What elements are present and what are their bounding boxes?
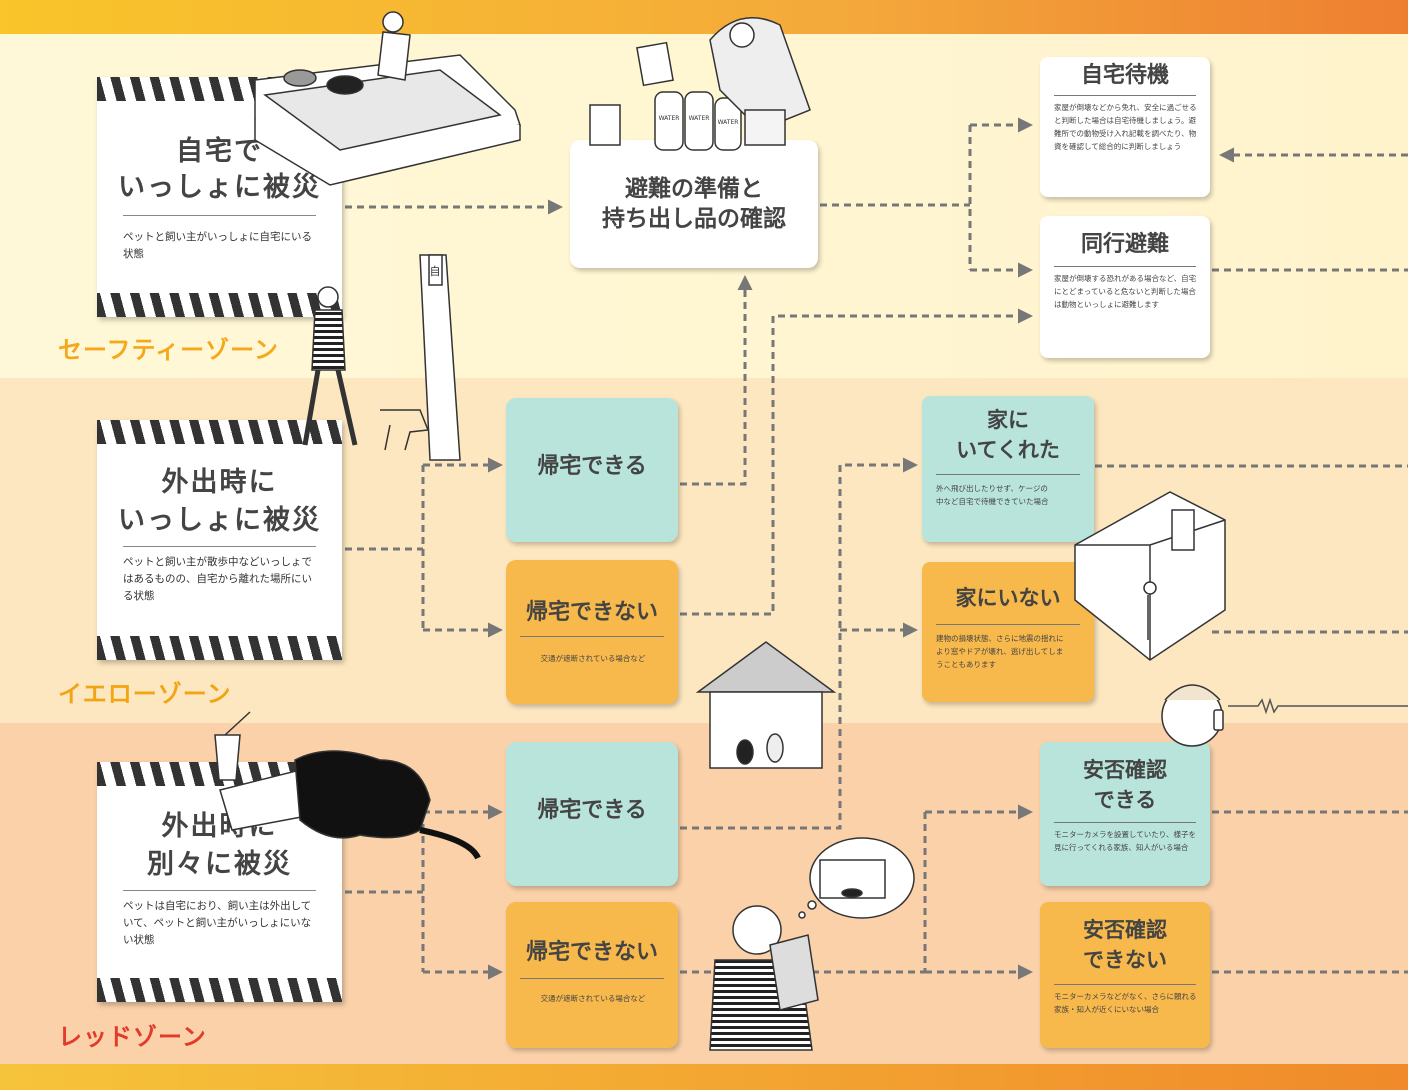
cannot-return-label: 帰宅できない [525, 940, 658, 965]
arrow-to-pet-home [680, 457, 918, 830]
evacuate-title: 同行避難 [1080, 232, 1169, 257]
hazard-stripe [97, 762, 342, 786]
arrow-can-return-to-prep [680, 275, 753, 486]
hazard-stripe [97, 293, 342, 317]
can-return-card-red: 帰宅できる [506, 742, 678, 886]
stay-home-card: 自宅待機 家屋が倒壊などから免れ、安全に過ごせると判断した場合は自宅待機しましょ… [1040, 57, 1210, 197]
hazard-stripe [97, 420, 342, 444]
situation-title-line1: 外出時に [161, 467, 278, 498]
hazard-stripe [97, 978, 342, 1002]
prep-title-line2: 持ち出し品の確認 [602, 206, 786, 232]
arrow-cannot-return-to-evacuate [680, 308, 1033, 616]
safety-confirm-ok-card: 安否確認 できる モニターカメラを設置していたり、様子を見に行ってくれる家族、知… [1040, 742, 1210, 886]
red-zone-label: レッドゾーン [58, 1023, 207, 1051]
yellow-zone-label: イエローゾーン [58, 680, 232, 708]
evacuate-together-card: 同行避難 家屋が倒壊する恐れがある場合など、自宅にとどまっていると危ないと判断し… [1040, 216, 1210, 358]
top-bar [0, 0, 1408, 34]
phone-signal-icon [1228, 697, 1408, 715]
divider [123, 546, 316, 547]
pet-gone-title: 家にいない [955, 586, 1061, 610]
divider [520, 978, 664, 979]
divider [1054, 266, 1196, 267]
cannot-return-note: 交通が遮断されている場合など [540, 994, 646, 1003]
cannot-return-card-yellow: 帰宅できない 交通が遮断されている場合など [506, 560, 678, 704]
cannot-return-note: 交通が遮断されている場合など [540, 654, 646, 663]
confirm-ok-title-line1: 安否確認 [1083, 758, 1167, 782]
can-return-label: 帰宅できる [537, 454, 647, 479]
pet-home-title-line1: 家に [987, 408, 1029, 432]
divider [936, 474, 1080, 475]
pet-gone-desc: 建物の損壊状態、さらに地震の揺れにより窓やドアが壊れ、逃げ出してしまうこともあり… [936, 634, 1064, 669]
evacuate-desc: 家屋が倒壊する恐れがある場合など、自宅にとどまっていると危ないと判断した場合は動… [1054, 274, 1197, 309]
divider [123, 215, 316, 216]
pet-at-home-card: 家に いてくれた 外へ飛び出したりせず、ケージの中など自宅で待機できていた場合 [922, 396, 1094, 542]
situation-outing-together-card: 外出時に いっしょに被災 ペットと飼い主が散歩中などいっしょではあるものの、自宅… [97, 420, 342, 660]
situation-title-line2: いっしょに被災 [118, 505, 321, 536]
divider [936, 624, 1080, 625]
situation-home-card: 自宅で いっしょに被災 ペットと飼い主がいっしょに自宅にいる状態 [97, 77, 342, 317]
confirm-ng-title-line1: 安否確認 [1083, 918, 1167, 942]
confirm-ok-desc: モニターカメラを設置していたり、様子を見に行ってくれる家族、知人がいる場合 [1054, 830, 1196, 852]
bottom-bar [0, 1064, 1408, 1090]
situation-desc: ペットは自宅におり、飼い主は外出していて、ペットと飼い主がいっしょにいない状態 [123, 900, 312, 946]
situation-title-line1: 外出時に [161, 811, 278, 842]
situation-title-line2: いっしょに被災 [118, 172, 321, 203]
confirm-ng-title-line2: できない [1083, 948, 1167, 972]
pet-not-home-card: 家にいない 建物の損壊状態、さらに地震の揺れにより窓やドアが壊れ、逃げ出してしま… [922, 562, 1094, 702]
situation-desc: ペットと飼い主が散歩中などいっしょではあるものの、自宅から離れた場所にいる状態 [123, 556, 312, 602]
confirm-ok-title-line2: できる [1093, 788, 1157, 812]
situation-outing-apart-card: 外出時に 別々に被災 ペットは自宅におり、飼い主は外出していて、ペットと飼い主が… [97, 762, 342, 1002]
safety-confirm-ng-card: 安否確認 できない モニターカメラなどがなく、さらに頼れる家族・知人が近くにいな… [1040, 902, 1210, 1048]
divider [520, 636, 664, 637]
can-return-card-yellow: 帰宅できる [506, 398, 678, 542]
cannot-return-label: 帰宅できない [525, 600, 658, 625]
divider [1054, 984, 1196, 985]
safety-zone-label: セーフティーゾーン [58, 336, 279, 364]
situation-title-line1: 自宅で [176, 136, 263, 167]
situation-desc: ペットと飼い主がいっしょに自宅にいる状態 [123, 231, 312, 260]
stay-home-desc: 家屋が倒壊などから免れ、安全に過ごせると判断した場合は自宅待機しましょう。避難所… [1054, 103, 1197, 151]
hazard-stripe [97, 636, 342, 660]
cannot-return-card-red: 帰宅できない 交通が遮断されている場合など [506, 902, 678, 1048]
divider [1054, 95, 1196, 96]
pet-home-desc: 外へ飛び出したりせず、ケージの中など自宅で待機できていた場合 [936, 484, 1049, 506]
confirm-ng-desc: モニターカメラなどがなく、さらに頼れる家族・知人が近くにいない場合 [1054, 992, 1197, 1014]
stay-home-title: 自宅待機 [1080, 63, 1169, 88]
divider [123, 890, 316, 891]
divider [1054, 822, 1196, 823]
hazard-stripe [97, 77, 342, 101]
situation-title-line2: 別々に被災 [147, 849, 292, 880]
prep-check-card: 避難の準備と 持ち出し品の確認 [570, 140, 818, 268]
can-return-label: 帰宅できる [537, 798, 647, 823]
prep-title-line1: 避難の準備と [625, 176, 763, 202]
pet-home-title-line2: いてくれた [956, 438, 1060, 462]
